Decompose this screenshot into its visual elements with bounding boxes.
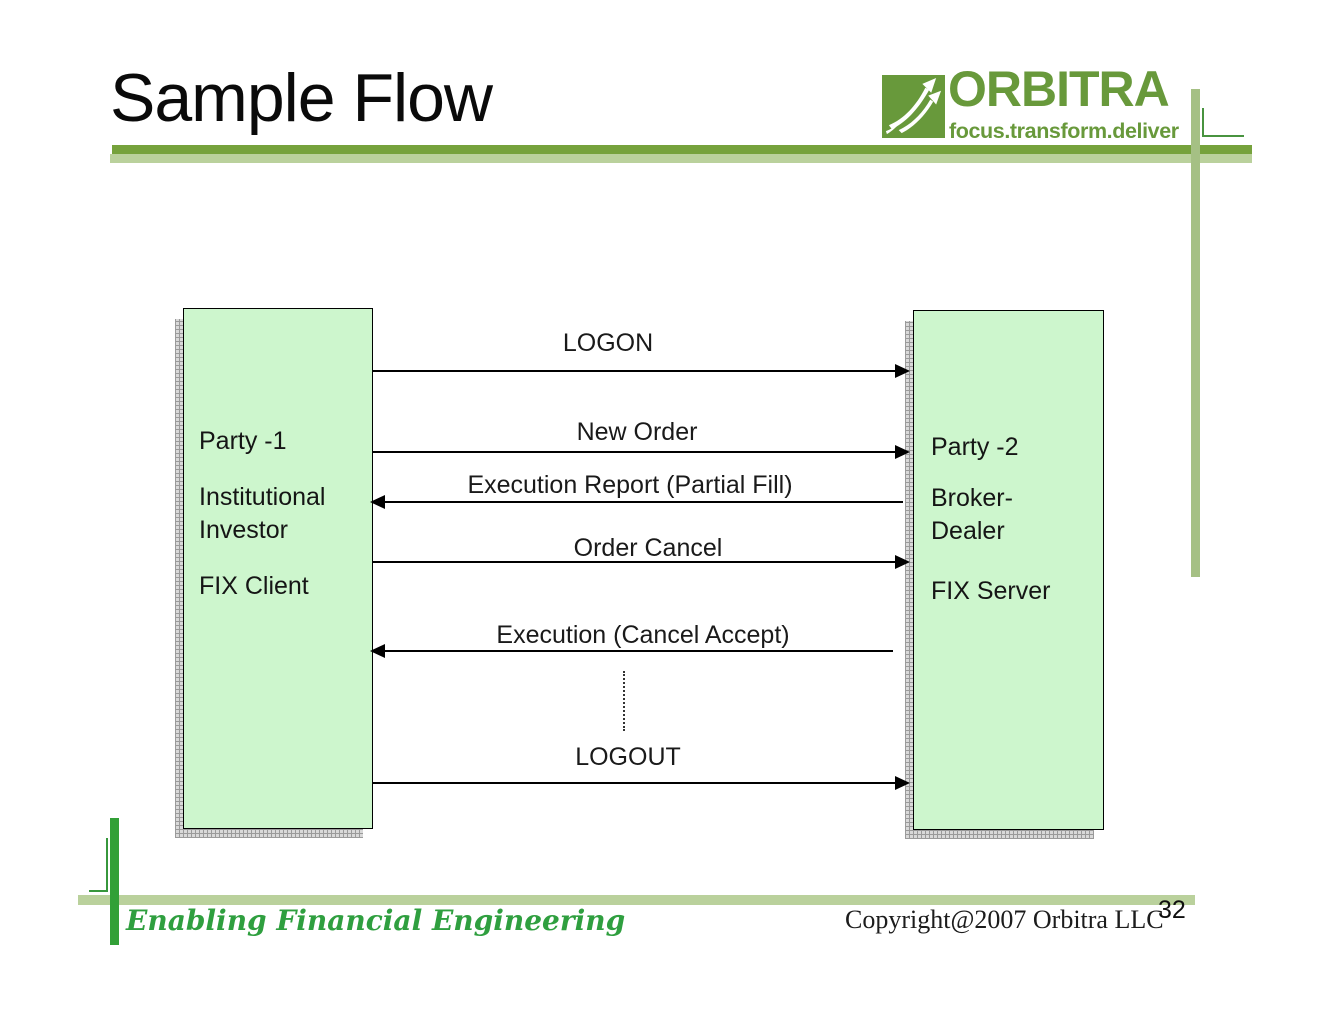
- party1-subtitle: Institutional Investor: [199, 483, 326, 544]
- message-label-execution-cancel-accept: Execution (Cancel Accept): [496, 621, 790, 649]
- sequence-continuation-dotted-line: [623, 671, 625, 731]
- party2-box: Party -2 Broker-Dealer FIX Server: [913, 310, 1104, 830]
- message-label-execution-report: Execution Report (Partial Fill): [467, 471, 793, 499]
- execution-report-arrow: [370, 495, 903, 509]
- arrowhead-right-icon: [895, 445, 910, 459]
- party1-role: FIX Client: [199, 572, 309, 600]
- party2-subtitle: Broker-Dealer: [931, 484, 1013, 545]
- new-order-arrow: [372, 445, 910, 459]
- logo-wordmark: ORBITRA: [948, 61, 1170, 117]
- footer-tagline: Enabling Financial Engineering: [126, 904, 626, 937]
- message-label-order-cancel: Order Cancel: [573, 534, 723, 562]
- orbitra-logo: [882, 75, 945, 138]
- footer-copyright: Copyright@2007 Orbitra LLC: [845, 905, 1164, 934]
- title-rule-light: [110, 154, 1252, 163]
- arrowhead-left-icon: [370, 644, 385, 658]
- arrowhead-right-icon: [895, 776, 910, 790]
- party1-box: Party -1 Institutional Investor FIX Clie…: [183, 308, 373, 829]
- swoosh-arrows-icon: [882, 75, 945, 138]
- logout-arrow: [372, 776, 910, 790]
- order-cancel-arrow: [372, 555, 910, 569]
- title-rule-dark: [112, 145, 1252, 154]
- decor-vertical-bar-left: [110, 818, 119, 945]
- arrowhead-right-icon: [895, 555, 910, 569]
- message-label-logout: LOGOUT: [575, 743, 681, 771]
- page-title: Sample Flow: [110, 60, 493, 136]
- decor-corner-line-bottom: [89, 838, 108, 892]
- page-number: 32: [1158, 896, 1186, 924]
- decor-corner-line-top: [1202, 108, 1244, 137]
- logon-arrow: [372, 364, 910, 378]
- party2-title: Party -2: [931, 433, 1019, 461]
- party2-role: FIX Server: [931, 577, 1051, 605]
- logo-tagline: focus.transform.deliver: [949, 119, 1179, 143]
- footer-rule-light: [78, 895, 1195, 905]
- arrowhead-left-icon: [370, 495, 385, 509]
- arrowhead-right-icon: [895, 364, 910, 378]
- message-label-new-order: New Order: [576, 418, 698, 446]
- execution-cancel-accept-arrow: [370, 644, 893, 658]
- party1-title: Party -1: [199, 427, 287, 455]
- message-label-logon: LOGON: [562, 329, 654, 357]
- decor-vertical-bar-right: [1191, 89, 1200, 577]
